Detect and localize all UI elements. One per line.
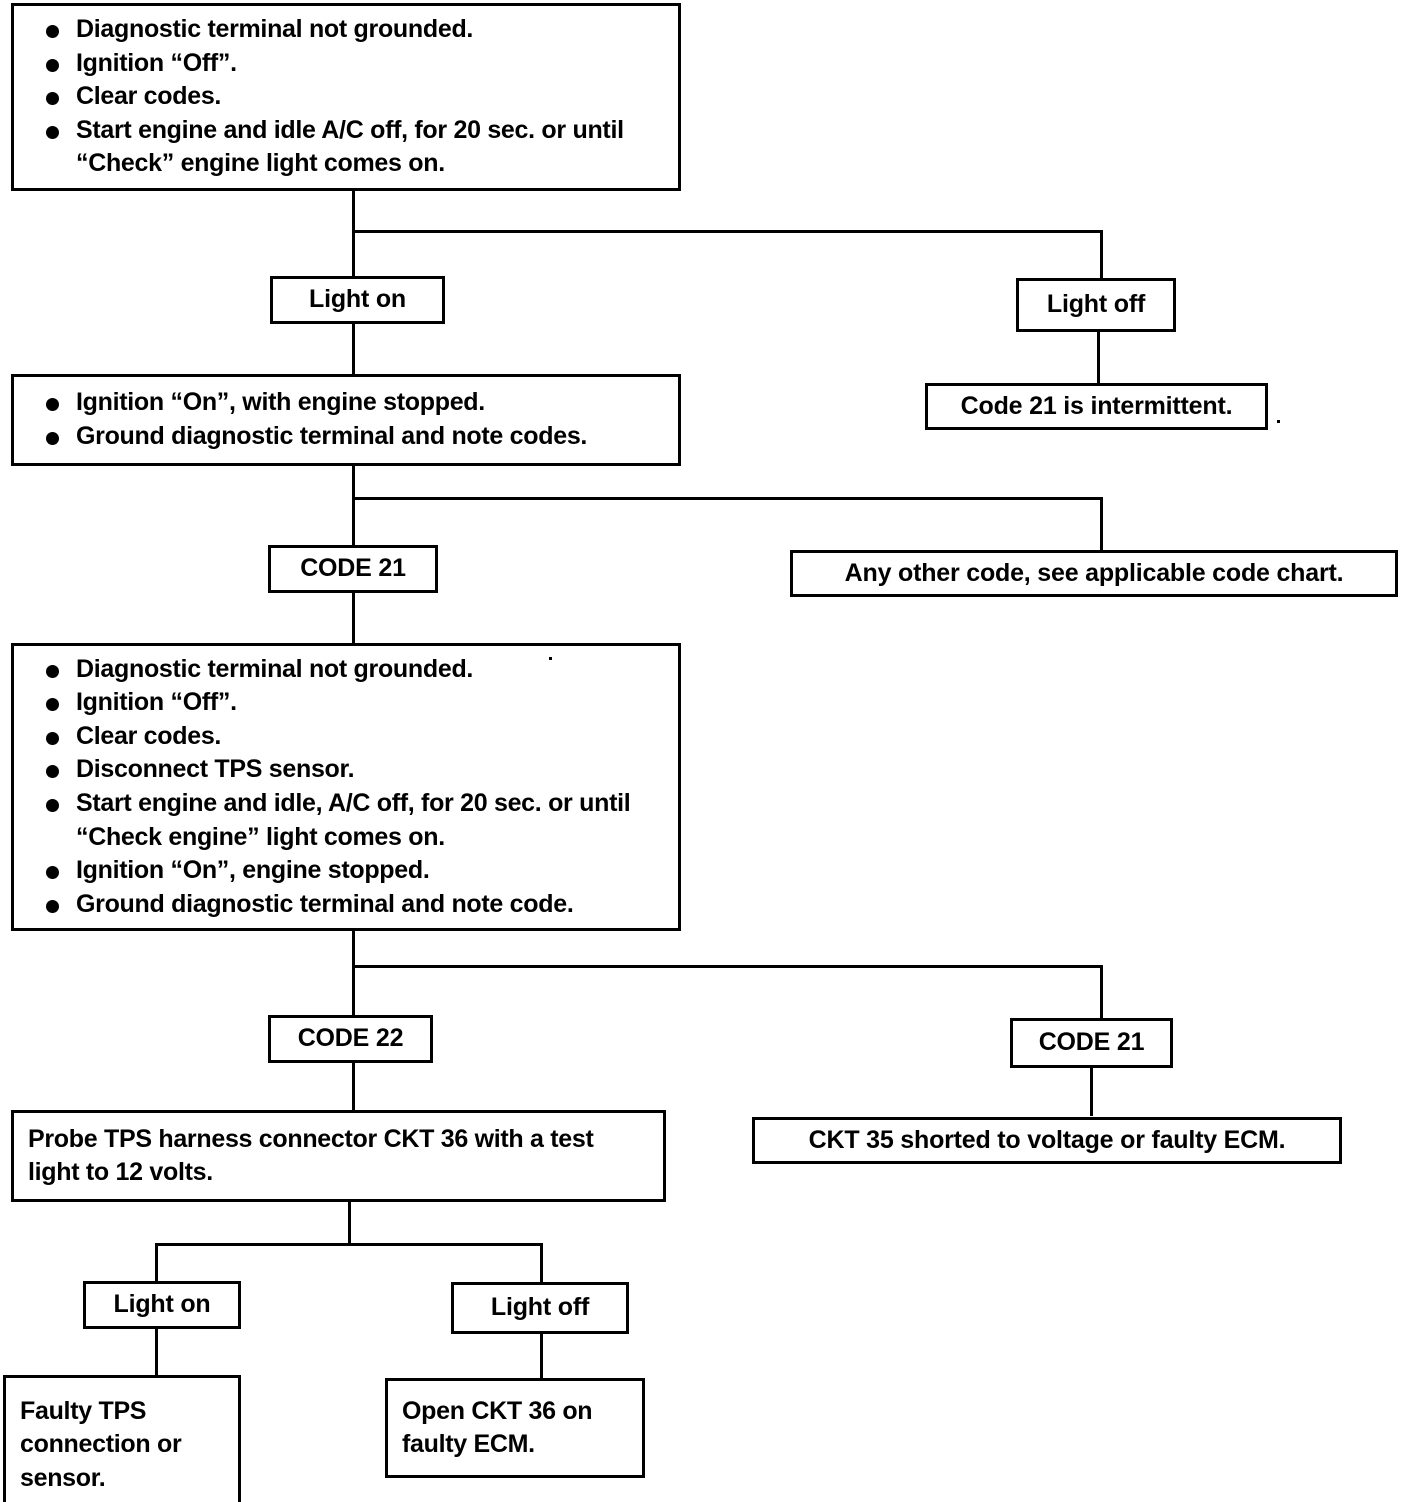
any-other-code-label: Any other code, see applicable code char… (844, 558, 1344, 587)
light-on-2-label: Light on (113, 1290, 211, 1319)
connector-lighton2-to-faultytps (155, 1329, 158, 1377)
connector-branch3-left-drop (352, 965, 355, 1015)
light-on-1-label: Light on (309, 285, 406, 314)
connector-step3-down (352, 931, 355, 971)
code-21-b-label: CODE 21 (1038, 1028, 1145, 1057)
code-22-label: CODE 22 (297, 1024, 404, 1053)
light-off-2-label: Light off (490, 1293, 590, 1322)
connector-branch2-bus (352, 497, 1103, 500)
node-code-21-a: CODE 21 (268, 545, 438, 593)
node-light-off-1: Light off (1016, 278, 1176, 332)
node-code-21-intermittent: Code 21 is intermittent. (925, 383, 1268, 430)
step3-item-3: Clear codes. (14, 720, 668, 754)
connector-branch1-right-drop (1100, 230, 1103, 278)
step2-item-1: Ignition “On”, with engine stopped. (14, 386, 668, 420)
node-step1-instructions: Diagnostic terminal not grounded. Igniti… (11, 3, 681, 191)
connector-lightoff1-to-intermittent (1097, 332, 1100, 383)
scan-speck-2 (549, 657, 552, 660)
faulty-tps-label: Faulty TPS connection or sensor. (20, 1397, 182, 1492)
connector-branch2-right-drop (1100, 497, 1103, 550)
connector-probe-down (348, 1202, 351, 1246)
connector-branch2-left-drop (352, 497, 355, 545)
step2-item-2: Ground diagnostic terminal and note code… (14, 420, 668, 454)
step3-bullet-list: Diagnostic terminal not grounded. Igniti… (14, 653, 678, 922)
connector-step2-down (352, 466, 355, 506)
connector-code22-to-probe (352, 1063, 355, 1111)
connector-lightoff2-to-openckt36 (540, 1334, 543, 1379)
code-21-a-label: CODE 21 (300, 554, 406, 583)
step1-item-2: Ignition “Off”. (14, 47, 668, 81)
node-code-22: CODE 22 (268, 1015, 433, 1063)
light-off-1-label: Light off (1046, 290, 1146, 319)
step3-item-5: Start engine and idle, A/C off, for 20 s… (14, 787, 668, 854)
connector-branch1-left-drop (352, 230, 355, 278)
connector-code21b-to-ckt35 (1090, 1068, 1093, 1116)
step3-item-4: Disconnect TPS sensor. (14, 753, 668, 787)
step3-item-6: Ignition “On”, engine stopped. (14, 854, 668, 888)
node-code-21-b: CODE 21 (1010, 1018, 1173, 1068)
connector-branch4-bus (155, 1243, 543, 1246)
code-21-intermittent-label: Code 21 is intermittent. (960, 391, 1233, 420)
connector-branch4-left-drop (155, 1243, 158, 1283)
step3-item-7: Ground diagnostic terminal and note code… (14, 888, 668, 922)
node-ckt-35-shorted: CKT 35 shorted to voltage or faulty ECM. (752, 1117, 1342, 1164)
ckt-35-label: CKT 35 shorted to voltage or faulty ECM. (808, 1125, 1286, 1154)
step3-item-2: Ignition “Off”. (14, 686, 668, 720)
probe-tps-label: Probe TPS harness connector CKT 36 with … (28, 1124, 594, 1186)
connector-branch3-right-drop (1100, 965, 1103, 1018)
node-probe-tps: Probe TPS harness connector CKT 36 with … (11, 1110, 666, 1202)
scan-speck-1 (1277, 420, 1280, 423)
node-light-on-1: Light on (270, 276, 445, 324)
open-ckt-36-label: Open CKT 36 on faulty ECM. (402, 1396, 593, 1458)
step1-item-4: Start engine and idle A/C off, for 20 se… (14, 114, 668, 181)
node-faulty-tps: Faulty TPS connection or sensor. (3, 1375, 241, 1502)
node-open-ckt-36: Open CKT 36 on faulty ECM. (385, 1378, 645, 1478)
connector-branch3-bus (352, 965, 1103, 968)
node-light-on-2: Light on (83, 1281, 241, 1329)
connector-branch4-right-drop (540, 1243, 543, 1283)
step1-item-3: Clear codes. (14, 80, 668, 114)
connector-code21a-to-step3 (352, 593, 355, 645)
step2-bullet-list: Ignition “On”, with engine stopped. Grou… (14, 386, 678, 453)
step1-bullet-list: Diagnostic terminal not grounded. Igniti… (14, 13, 678, 181)
step3-item-1: Diagnostic terminal not grounded. (14, 653, 668, 687)
connector-lighton1-to-step2 (352, 324, 355, 376)
connector-branch1-bus (352, 230, 1103, 233)
node-step2-instructions: Ignition “On”, with engine stopped. Grou… (11, 374, 681, 466)
connector-step1-down (352, 191, 355, 233)
node-any-other-code: Any other code, see applicable code char… (790, 550, 1398, 597)
node-light-off-2: Light off (451, 1282, 629, 1334)
node-step3-instructions: Diagnostic terminal not grounded. Igniti… (11, 643, 681, 931)
step1-item-1: Diagnostic terminal not grounded. (14, 13, 668, 47)
